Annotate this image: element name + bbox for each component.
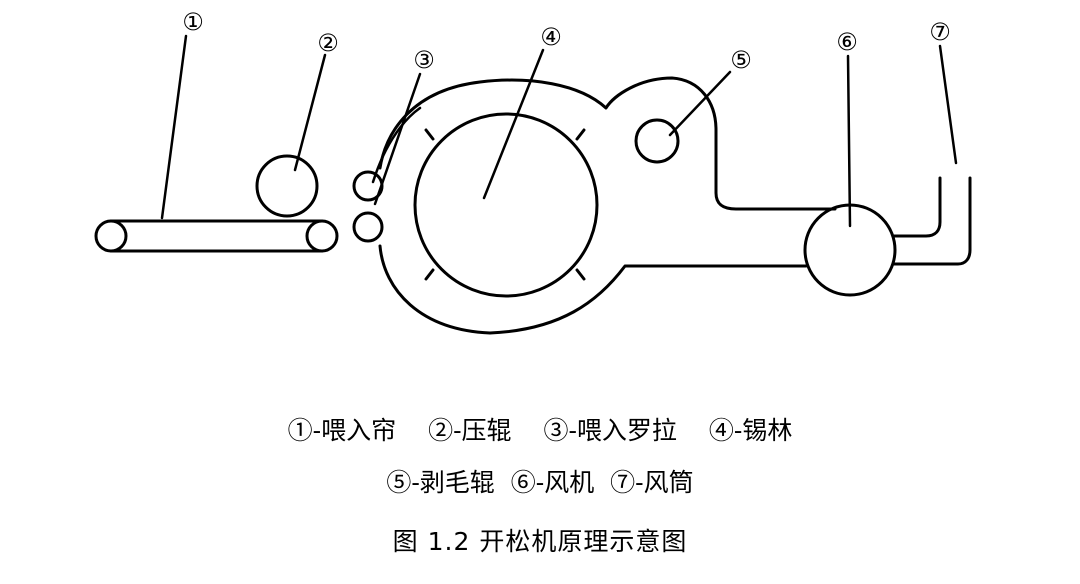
air-duct [892, 176, 972, 266]
marker-4: ④ [540, 23, 562, 51]
marker-7: ⑦ [929, 18, 951, 46]
feed-apron [94, 219, 339, 253]
press-roller [255, 154, 319, 218]
feed-rollers [352, 170, 384, 243]
cylinder [413, 112, 599, 298]
marker-1: ① [182, 8, 204, 36]
legend-item-feed-apron: ①-喂入帘 [287, 416, 397, 445]
legend-item-fan: ⑥-风机 [510, 468, 595, 497]
legend-item-cylinder: ④-锡林 [708, 416, 793, 445]
marker-3: ③ [413, 46, 435, 74]
machine-housing [378, 76, 837, 335]
marker-6: ⑥ [836, 28, 858, 56]
marker-5: ⑤ [730, 46, 752, 74]
opener-machine-diagram: ① ② ③ ④ ⑤ ⑥ ⑦ [94, 8, 972, 335]
legend-item-stripper-roller: ⑤-剥毛辊 [386, 468, 495, 497]
stripper-roller [634, 118, 680, 164]
legend-line-2: ⑤-剥毛辊 ⑥-风机 ⑦-风筒 [0, 468, 1080, 498]
legend-item-air-duct: ⑦-风筒 [610, 468, 694, 497]
marker-2: ② [317, 29, 339, 57]
legend-item-press-roller: ②-压辊 [428, 416, 512, 445]
legend-line-1: ①-喂入帘 ②-压辊 ③-喂入罗拉 ④-锡林 [0, 416, 1080, 446]
figure-caption: 图 1.2 开松机原理示意图 [392, 527, 688, 556]
legend-item-feed-roller: ③-喂入罗拉 [543, 416, 677, 445]
leader-lines [160, 34, 958, 228]
